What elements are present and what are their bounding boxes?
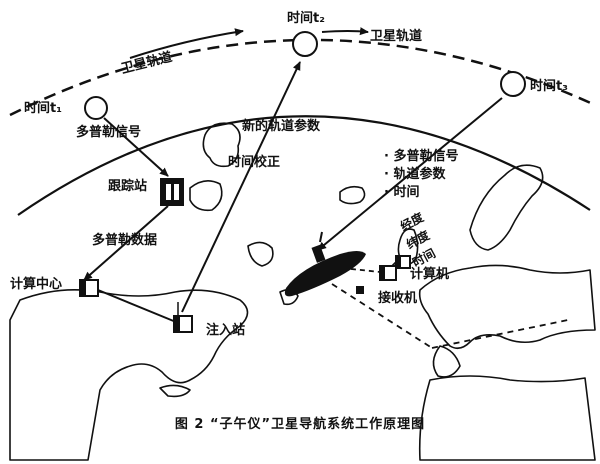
broadcast-item-orbit: · 轨道参数 <box>384 166 446 182</box>
arrow-doppler-to-tracking <box>103 117 169 177</box>
figure-caption: 图 2 “子午仪”卫星导航系统工作原理图 <box>175 416 425 432</box>
receiver-node <box>356 286 364 294</box>
link-receiver-diagonal <box>431 319 569 349</box>
time-correction-label: 时间校正 <box>228 154 280 170</box>
computer-label: 计算机 <box>410 266 449 282</box>
injection-station-label: 注入站 <box>206 322 245 338</box>
satellite-t1-label: 时间t₁ <box>24 100 62 116</box>
satellite-t2-label: 时间t₂ <box>287 10 325 26</box>
tracking-station-icon <box>160 178 184 206</box>
tracking-station-label: 跟踪站 <box>108 178 147 194</box>
satellite-t3-label: 时间t₃ <box>530 78 568 94</box>
satellite-t1 <box>84 96 108 120</box>
orbit-arrow-left <box>129 28 244 59</box>
computing-center-icon <box>79 279 99 297</box>
broadcast-item-time: · 时间 <box>384 184 419 200</box>
doppler-signal-label: 多普勒信号 <box>76 124 141 140</box>
arrow-satellite-to-ship <box>317 97 503 251</box>
submarine-icon <box>284 231 366 297</box>
link-ship-to-receiver-low <box>331 283 433 349</box>
link-ship-to-receiver <box>341 267 381 273</box>
new-orbit-params-label: 新的轨道参数 <box>242 118 321 134</box>
orbit-arrow-right <box>321 27 369 36</box>
receiver-label: 接收机 <box>378 290 417 306</box>
doppler-data-label: 多普勒数据 <box>92 232 157 248</box>
satellite-t2 <box>292 31 318 57</box>
computing-center-label: 计算中心 <box>10 276 62 292</box>
arrow-tracking-to-computing <box>83 205 169 281</box>
satellite-t3 <box>500 71 526 97</box>
arrow-injection-to-satellite <box>181 61 301 313</box>
broadcast-item-doppler: · 多普勒信号 <box>384 148 458 164</box>
orbit-label-right: 卫星轨道 <box>370 28 422 44</box>
earth-horizon <box>17 115 591 216</box>
link-computing-to-injection <box>97 289 177 323</box>
computer-icon <box>395 255 411 269</box>
injection-station-icon <box>173 302 193 333</box>
receiver-icon <box>379 265 397 281</box>
